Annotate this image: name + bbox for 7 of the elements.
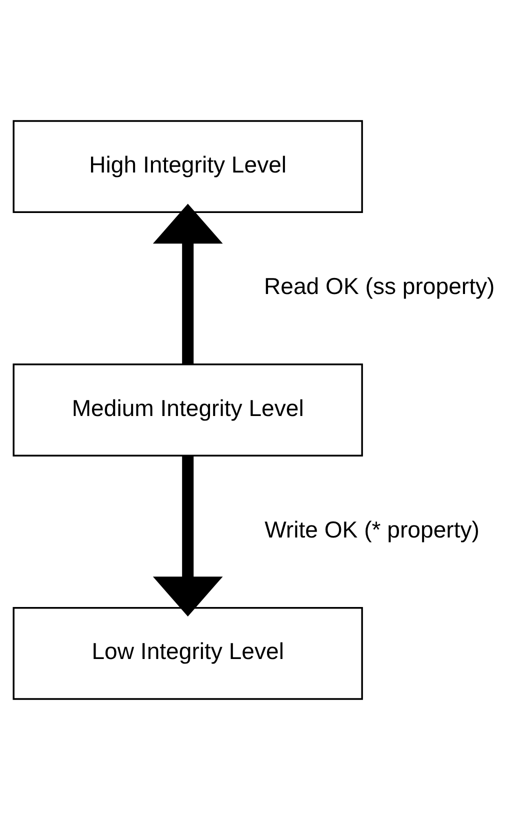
node-box: High Integrity Level bbox=[12, 120, 362, 213]
edge-label: Write OK (* property) bbox=[264, 516, 479, 542]
node-box: Low Integrity Level bbox=[12, 607, 362, 700]
edge-label: Read OK (ss property) bbox=[264, 273, 494, 300]
arrow bbox=[152, 204, 222, 364]
node-box: Medium Integrity Level bbox=[12, 364, 362, 456]
arrow bbox=[152, 456, 222, 617]
